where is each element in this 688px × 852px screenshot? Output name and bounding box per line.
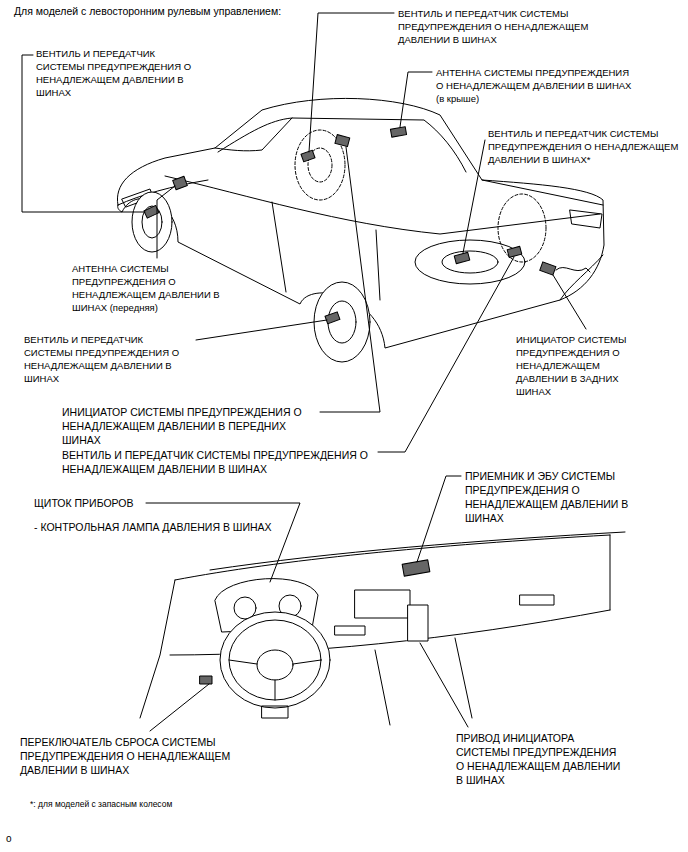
vent [335, 626, 365, 635]
leader-line [417, 476, 461, 562]
part-label: ВЕНТИЛЬ И ПЕРЕДАТЧИК СИСТЕМЫ ПРЕДУПРЕЖДЕ… [398, 7, 593, 46]
leader-line [196, 320, 327, 340]
spare-tire-rim [442, 251, 498, 273]
diagram-title: Для моделей с левосторонним рулевым упра… [14, 4, 281, 18]
steering-wheel-inner [229, 620, 321, 700]
part-label: ЩИТОК ПРИБОРОВ [34, 496, 134, 510]
part-label: ПЕРЕКЛЮЧАТЕЛЬ СБРОСА СИСТЕМЫ ПРЕДУПРЕЖДЕ… [20, 735, 285, 777]
tail-light [570, 210, 602, 228]
leader-lines [146, 476, 468, 731]
spare-tire [415, 240, 525, 284]
leader-line [420, 643, 468, 727]
receiver-ecu [402, 560, 430, 576]
side-window [218, 118, 466, 172]
leader-line [553, 275, 586, 329]
steering-hub [257, 650, 293, 680]
steering-wheel [220, 612, 330, 708]
console [375, 650, 390, 725]
reset-switch [200, 676, 212, 684]
trunk-line [482, 180, 603, 205]
part-label: ВЕНТИЛЬ И ПЕРЕДАТЧИК СИСТЕМЫ ПРЕДУПРЕЖДЕ… [36, 47, 201, 99]
rear-bumper [560, 255, 603, 300]
part-label: - КОНТРОЛЬНАЯ ЛАМПА ДАВЛЕНИЯ В ШИНАХ [34, 520, 272, 534]
leader-line [146, 503, 300, 582]
dashboard-illustration [140, 532, 625, 725]
door-line [376, 230, 380, 300]
part-label: ВЕНТИЛЬ И ПЕРЕДАТЧИК СИСТЕМЫ ПРЕДУПРЕЖДЕ… [24, 333, 189, 385]
leader-line [320, 147, 380, 412]
part-label: АНТЕННА СИСТЕМЫ ПРЕДУПРЕЖДЕНИЯ О НЕНАДЛЕ… [436, 66, 632, 105]
part-label: ПРИЕМНИК И ЭБУ СИСТЕМЫ ПРЕДУПРЕЖДЕНИЯ О … [465, 469, 630, 525]
console [455, 638, 472, 718]
far-rear-wheel [498, 194, 546, 262]
front-wheel-hub [142, 206, 162, 238]
door-line [272, 202, 286, 292]
part-label: ВЕНТИЛЬ И ПЕРЕДАТЧИК СИСТЕМЫ ПРЕДУПРЕЖДЕ… [62, 448, 372, 476]
front-wheel [132, 192, 172, 252]
leader-lines [22, 13, 586, 452]
dash-top [175, 535, 610, 580]
valve-transmitter [454, 252, 470, 263]
leader-line [150, 684, 209, 731]
vent [520, 595, 554, 605]
rear-initiator [540, 262, 556, 275]
dash-end [610, 535, 611, 610]
initiator-wire [556, 267, 590, 272]
part-label: АНТЕННА СИСТЕМЫ ПРЕДУПРЕЖДЕНИЯ О НЕНАДЛЕ… [72, 262, 237, 314]
belt-line [165, 176, 600, 234]
steering-spoke [229, 660, 321, 700]
part-label: ИНИЦИАТОР СИСТЕМЫ ПРЕДУПРЕЖДЕНИЯ О НЕНАД… [62, 405, 312, 447]
center-display [355, 590, 410, 618]
dash-end [140, 580, 175, 718]
leader-line [157, 186, 175, 258]
windshield [215, 118, 292, 151]
valve-transmitter [301, 150, 315, 162]
valve-transmitter [325, 312, 340, 324]
initiator-actuator [408, 605, 428, 641]
leader-line [463, 140, 485, 253]
leader-line [378, 257, 514, 452]
part-label: o [6, 832, 12, 846]
part-label: ПРИВОД ИНИЦИАТОРА СИСТЕМЫ ПРЕДУПРЕЖДЕНИЯ… [456, 731, 621, 787]
leader-line [400, 72, 432, 127]
valve-transmitter [507, 246, 522, 257]
steering-column [262, 706, 288, 718]
roof-antenna [390, 127, 406, 137]
front-initiator [335, 135, 350, 147]
part-label: ВЕНТИЛЬ И ПЕРЕДАТЧИК СИСТЕМЫ ПРЕДУПРЕЖДЕ… [488, 127, 683, 166]
part-label: *: для моделей с запасным колесом [30, 799, 172, 810]
rear-wheel [314, 282, 370, 362]
leader-line [309, 13, 394, 152]
front-antenna [173, 176, 188, 190]
part-label: ИНИЦИАТОР СИСТЕМЫ ПРЕДУПРЕЖДЕНИЯ О НЕНАД… [516, 333, 628, 398]
